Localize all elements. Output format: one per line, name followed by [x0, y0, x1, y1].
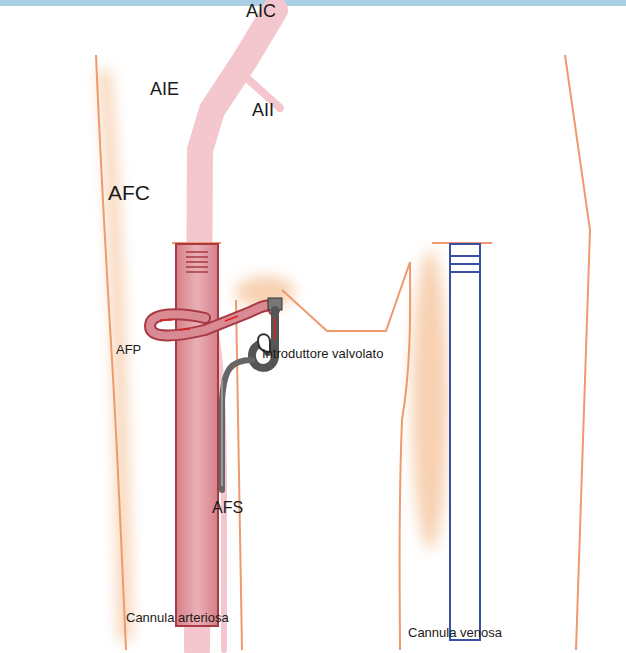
- vessel-label: AFS: [212, 499, 243, 517]
- vessel-label: AIC: [246, 2, 276, 22]
- perfusion-line-inner: [150, 306, 274, 336]
- vessel-label: AFC: [108, 181, 150, 204]
- cannula-marks: [186, 252, 208, 272]
- vessel-label: AII: [252, 101, 274, 121]
- cannula-marks: [450, 256, 480, 272]
- flow-arrow: [274, 318, 276, 340]
- device-label: Cannula arteriosa: [126, 611, 229, 625]
- venous-cannula: [450, 244, 480, 640]
- vessel-label: AIE: [150, 80, 179, 100]
- top-bar: [0, 0, 626, 6]
- arterial-cannula: [176, 244, 218, 626]
- device-label: Introduttore valvolato: [262, 347, 383, 361]
- flow-arrows: [160, 316, 238, 330]
- perfusion-line: [150, 306, 274, 336]
- body-outline: [96, 55, 590, 650]
- tissue-shading: [98, 70, 448, 640]
- sheath-highlight: [221, 380, 223, 486]
- vessel-label: AFP: [116, 343, 141, 357]
- introducer-sheath: [222, 360, 252, 490]
- device-label: Cannula venosa: [408, 626, 502, 640]
